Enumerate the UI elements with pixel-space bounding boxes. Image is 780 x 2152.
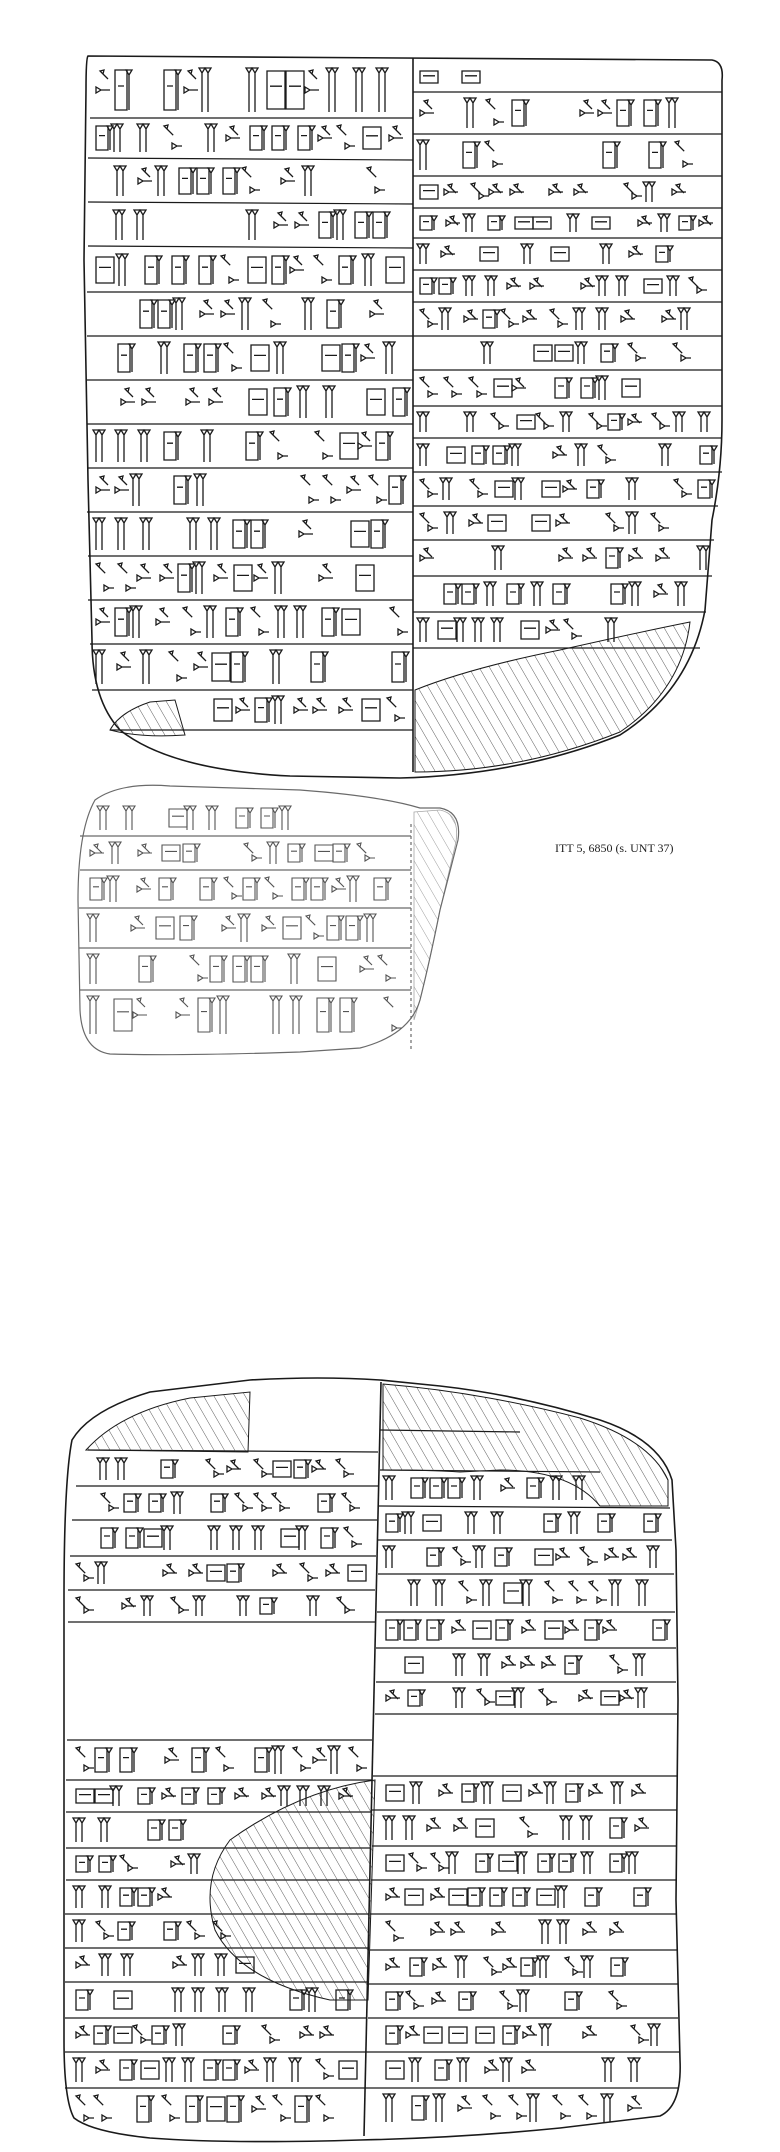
tablet-upper-damage-right [414, 621, 691, 773]
tablet-upper-left-lines [87, 117, 414, 731]
tablet-upper-damage-left [109, 699, 186, 737]
figure-caption: ITT 5, 6850 (s. UNT 37) [555, 841, 674, 855]
fragment-lines [79, 835, 411, 991]
tablet-upper [83, 55, 724, 779]
tablet-lower-damage-top [84, 1391, 251, 1453]
fragment-signs [86, 805, 402, 1034]
tablet-lower-damage-topright [382, 1383, 669, 1507]
tablet-lower [63, 1377, 681, 2143]
tablet-lower-signs [71, 1457, 672, 2123]
fragment [77, 784, 460, 1056]
tablet-upper-signs [91, 67, 719, 724]
tablet-lower-damage-middle [209, 1779, 376, 2001]
tablet-lower-right-lines [366, 1429, 679, 2089]
tablet-lower-blank-panel-right [376, 1716, 676, 1774]
tablet-upper-outline [83, 55, 724, 779]
fragment-damage [413, 809, 458, 1021]
tablet-lower-blank-panel [68, 1624, 372, 1738]
tablet-upper-right-lines [413, 91, 722, 649]
tablet-lower-outline [63, 1377, 681, 2143]
tablet-lower-divider [363, 1381, 382, 2137]
tablet-lower-left-lines [65, 1449, 379, 2089]
